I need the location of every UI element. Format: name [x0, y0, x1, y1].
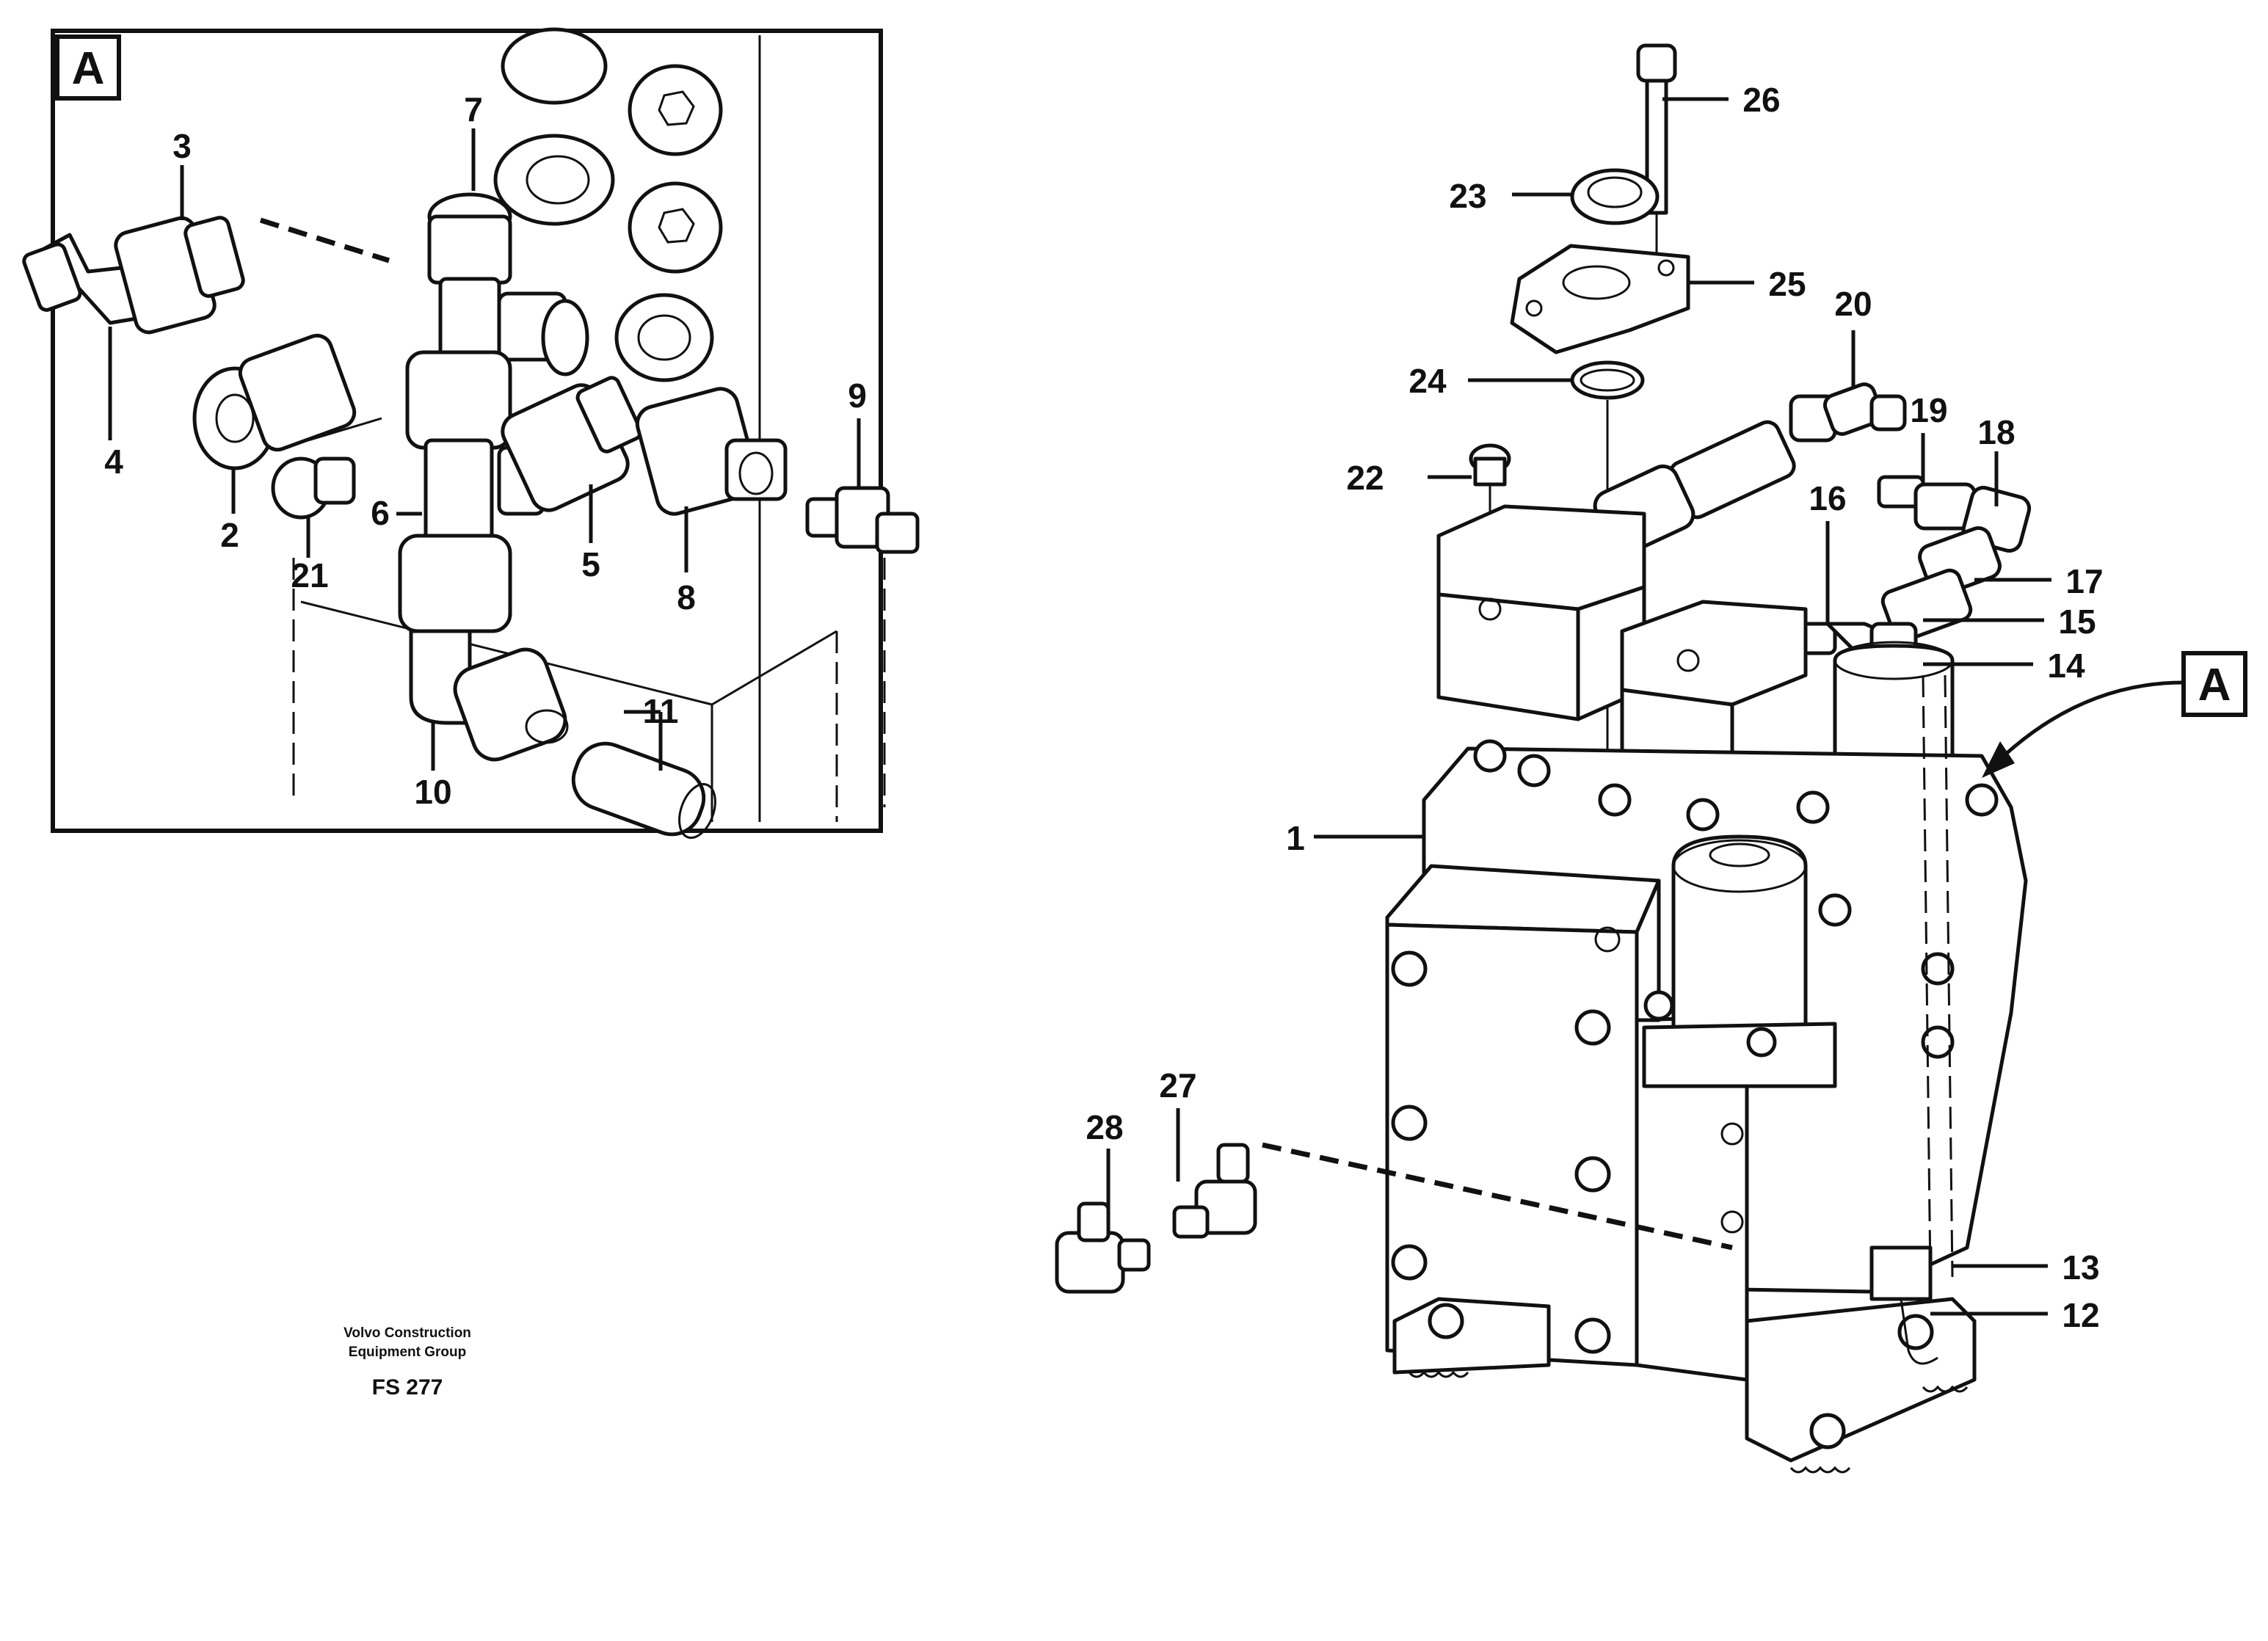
- main-body-bolts: [1391, 739, 1999, 1354]
- callout-7: 7: [464, 90, 483, 128]
- callout-9: 9: [848, 376, 867, 415]
- callout-24: 24: [1409, 362, 1447, 400]
- main-part-oring-24: [1570, 360, 1645, 400]
- callout-6: 6: [371, 494, 390, 532]
- main-part-seal-23: [1570, 168, 1660, 225]
- footer: Volvo Construction Equipment Group FS 27…: [344, 1325, 471, 1400]
- detail-valve-body-outline: [292, 27, 886, 822]
- footer-company-line1: Volvo Construction: [344, 1325, 471, 1341]
- callout-16: 16: [1809, 479, 1846, 517]
- detail-part-union-5: [501, 376, 643, 512]
- callout-22: 22: [1346, 459, 1384, 497]
- main-view-marker-a: A: [1982, 651, 2247, 778]
- detail-leaders: [108, 128, 861, 771]
- detail-part-sleeve-11: [571, 741, 716, 839]
- detail-marker-letter: A: [72, 43, 105, 94]
- callout-13: 13: [2062, 1248, 2099, 1287]
- callout-23: 23: [1449, 177, 1486, 215]
- main-part-elbow-20: [1789, 382, 1907, 443]
- callout-17: 17: [2065, 562, 2103, 600]
- callout-26: 26: [1742, 81, 1780, 119]
- footer-figure-code: FS 277: [372, 1375, 443, 1400]
- callout-2: 2: [220, 516, 239, 554]
- callout-3: 3: [172, 127, 192, 165]
- main-part-bolt-26: [1636, 43, 1677, 279]
- callout-12: 12: [2062, 1296, 2099, 1334]
- callout-4: 4: [104, 443, 123, 481]
- main-pipe-12-13: [1869, 674, 1954, 1365]
- detail-frame: [51, 29, 883, 833]
- callout-5: 5: [581, 545, 600, 583]
- callout-10: 10: [414, 773, 451, 811]
- detail-marker-box: [55, 34, 121, 101]
- callout-14: 14: [2047, 647, 2085, 685]
- callout-19: 19: [1910, 391, 1947, 429]
- callout-20: 20: [1834, 285, 1872, 323]
- detail-part-adapter-2: [192, 333, 382, 470]
- detail-callouts: 3 4 2 7 6 21 5 8 9 10 11: [104, 90, 867, 811]
- detail-view-a: A: [22, 27, 920, 839]
- main-leaders: [1106, 97, 2051, 1316]
- main-valve-body: [1385, 739, 2028, 1382]
- callout-15: 15: [2058, 603, 2096, 641]
- callout-1: 1: [1286, 819, 1305, 857]
- callout-27: 27: [1159, 1066, 1196, 1105]
- callout-11: 11: [643, 692, 679, 730]
- callout-18: 18: [1977, 413, 2015, 451]
- callout-21: 21: [291, 556, 328, 594]
- main-callouts: 26 23 25 20 24 22 19 18 16 17 15 14 1 27…: [1086, 81, 2103, 1334]
- main-hose: [1593, 420, 1796, 556]
- callout-28: 28: [1086, 1108, 1123, 1146]
- detail-part-fitting-9: [805, 486, 920, 554]
- main-part-flange-25: [1510, 244, 1690, 354]
- callout-8: 8: [677, 578, 696, 616]
- callout-25: 25: [1768, 265, 1806, 303]
- detail-part-plug-21: [271, 456, 356, 520]
- main-part-fitting-27-28: [1055, 1142, 1733, 1294]
- detail-part-nut-8: [635, 387, 788, 516]
- main-base-feet: [1392, 1297, 1977, 1474]
- main-marker-letter: A: [2198, 660, 2231, 710]
- detail-part-elbow-4: [22, 216, 390, 335]
- main-valve-assembly: A: [1055, 43, 2247, 1474]
- main-marker-box: [2181, 651, 2247, 717]
- footer-company-line2: Equipment Group: [349, 1345, 466, 1360]
